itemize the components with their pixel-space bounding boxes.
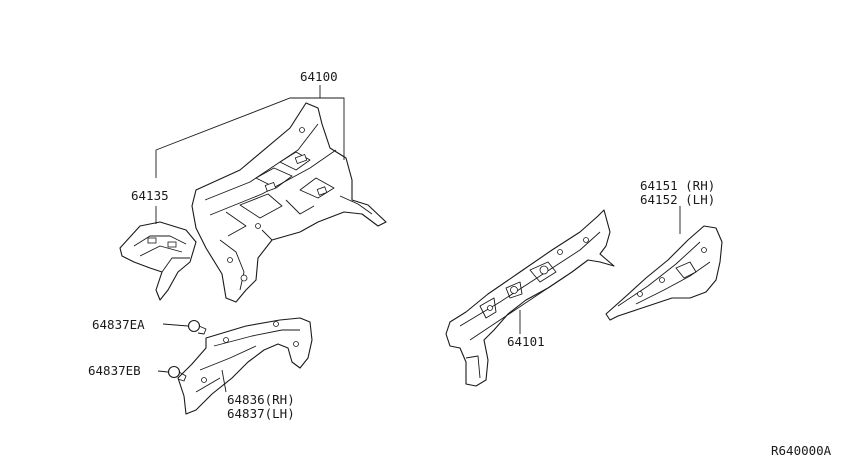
- leader-64836: [221, 369, 227, 393]
- part-64836-64837-side-panel[interactable]: [177, 317, 313, 415]
- label-64837eb: 64837EB: [88, 363, 141, 378]
- part-64101-lower-member[interactable]: [445, 209, 615, 387]
- label-64152-lh: 64152 (LH): [640, 192, 715, 207]
- label-64837ea: 64837EA: [92, 317, 145, 332]
- leader-lines: [155, 85, 681, 393]
- label-64837-lh: 64837(LH): [227, 406, 295, 421]
- part-64100-hood-ledge-assembly[interactable]: [191, 102, 387, 303]
- part-64837eb-clip[interactable]: [167, 365, 187, 382]
- part-64151-64152-extension[interactable]: [605, 225, 723, 321]
- leader-64837ea: [162, 323, 189, 327]
- label-64135: 64135: [131, 188, 169, 203]
- label-64101: 64101: [507, 334, 545, 349]
- label-64151-rh: 64151 (RH): [640, 178, 715, 193]
- part-64135-bracket[interactable]: [119, 221, 197, 301]
- label-64836-rh: 64836(RH): [227, 392, 295, 407]
- leader-64100-b: [290, 97, 345, 160]
- part-64837ea-clip[interactable]: [187, 319, 207, 335]
- diagram-reference-id: R640000A: [771, 443, 832, 458]
- leader-64837eb: [157, 370, 169, 373]
- label-64100: 64100: [300, 69, 338, 84]
